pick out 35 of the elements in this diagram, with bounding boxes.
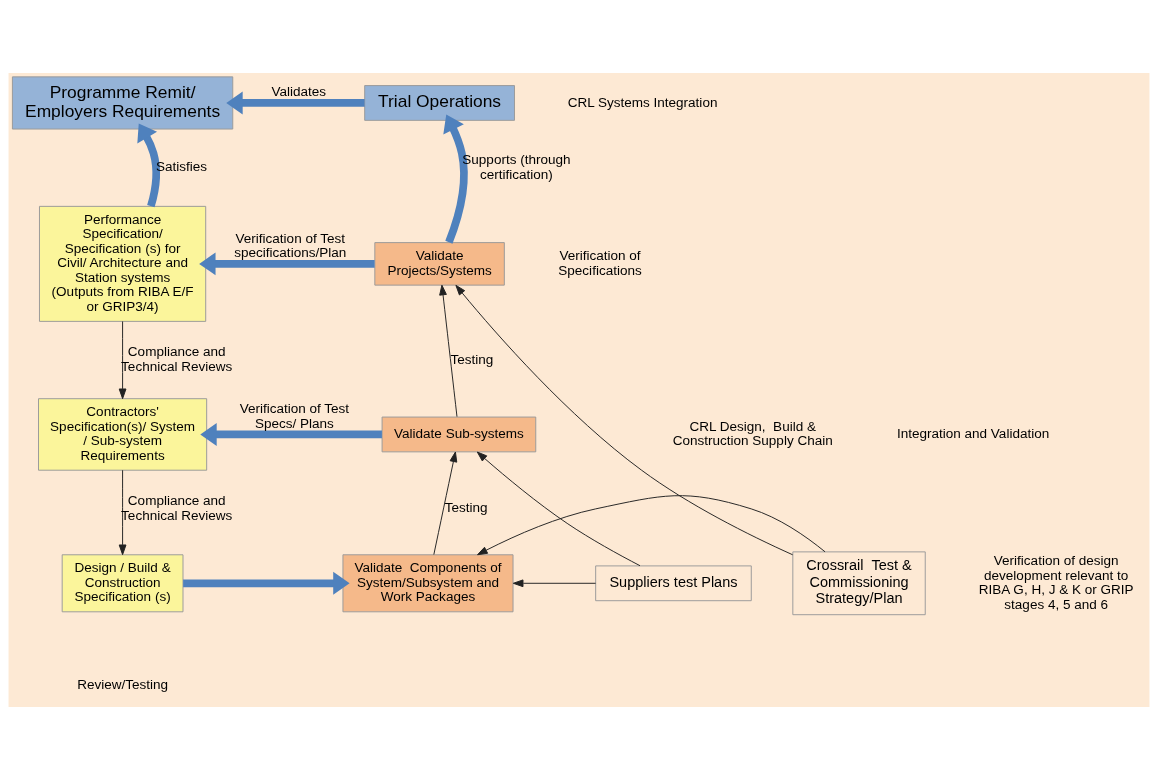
arrow bbox=[512, 579, 597, 588]
node-box: Validate Projects/Systems bbox=[374, 242, 505, 286]
node-box: Validate Sub-systems bbox=[381, 416, 537, 453]
node-box: Crossrail Test & Commissioning Strategy/Plan bbox=[792, 551, 926, 616]
arrow bbox=[226, 91, 365, 115]
edge-label: Verification of Test specifications/Plan bbox=[234, 230, 347, 261]
label: Integration and Validation bbox=[896, 426, 1050, 442]
arrow bbox=[477, 495, 826, 556]
arrow bbox=[200, 422, 382, 446]
label: Review/Testing bbox=[77, 677, 169, 693]
label: Verification of Specifications bbox=[558, 248, 642, 278]
arrow bbox=[443, 114, 468, 244]
node-box: Contractors' Specification(s)/ System / Sub-system Requirements bbox=[38, 398, 208, 471]
edge-label: Validates bbox=[271, 84, 327, 100]
arrow bbox=[439, 284, 458, 418]
edge-label: Testing bbox=[444, 500, 488, 516]
label: CRL Design, Build & Construction Supply Chain bbox=[672, 418, 833, 449]
node-box: Programme Remit/ Employers Requirements bbox=[11, 76, 234, 130]
label: Verification of design development relevant to RIBA G, H, J & K or GRIP stages 4, 5 and 6 bbox=[978, 553, 1134, 612]
arrow bbox=[199, 252, 375, 276]
edge-label: Verification of Test Specs/ Plans bbox=[239, 401, 350, 431]
label: CRL Systems Integration bbox=[567, 94, 718, 110]
arrow bbox=[183, 571, 350, 595]
arrow bbox=[118, 469, 127, 556]
arrow bbox=[433, 451, 458, 556]
arrow bbox=[137, 123, 161, 208]
node-box: Performance Specification/ Specification (s) for Civil/ Architecture and Station systems (Outputs from RIBA E/F or GRIP3/4) bbox=[39, 205, 207, 322]
arrow bbox=[455, 284, 794, 556]
node-box: Suppliers test Plans bbox=[595, 565, 752, 602]
node-box: Design / Build & Construction Specification (s) bbox=[61, 554, 184, 613]
arrow bbox=[476, 451, 641, 567]
node-box: Trial Operations bbox=[364, 85, 515, 121]
arrow bbox=[118, 321, 127, 400]
edge-label: Testing bbox=[450, 351, 494, 367]
node-box: Validate Components of System/Subsystem and Work Packages bbox=[342, 554, 514, 613]
